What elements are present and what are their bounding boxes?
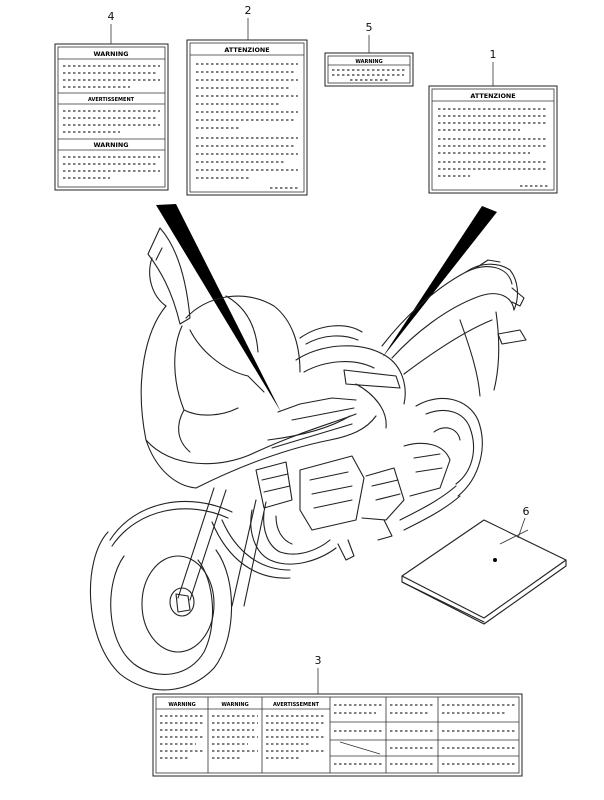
label-4-header-1: WARNING: [94, 50, 129, 58]
callout-6: 6: [523, 505, 530, 518]
callout-1: 1: [490, 48, 497, 61]
label-5-small-warning-sticker: WARNING: [324, 52, 414, 87]
label-3-header-2: WARNING: [221, 702, 248, 708]
item-6-manual-card: [401, 519, 567, 625]
callout-3: 3: [315, 654, 322, 667]
label-3-wide-sticker: WARNING WARNING AVERTISSEMENT: [152, 693, 523, 777]
label-3-header-1: WARNING: [168, 702, 195, 708]
pointer-wedge-right: [382, 206, 497, 358]
label-3-header-3: AVERTISSEMENT: [273, 702, 320, 708]
label-4-header-3: WARNING: [94, 141, 129, 149]
label-2-sticker: ATTENZIONE: [186, 39, 308, 196]
label-1-sticker: ATTENZIONE: [428, 85, 558, 194]
pointer-wedge-left: [156, 204, 281, 412]
label-5-header: WARNING: [355, 59, 382, 65]
callout-2: 2: [245, 4, 252, 17]
leader-line-6: [517, 517, 526, 539]
callout-4: 4: [108, 10, 115, 23]
motorcycle-illustration: [89, 227, 527, 691]
label-1-header: ATTENZIONE: [470, 92, 515, 100]
label-2-header: ATTENZIONE: [224, 46, 269, 54]
label-4-warning-sticker: WARNING AVERTISSEMENT WARNING: [54, 43, 169, 191]
callout-5: 5: [366, 21, 373, 34]
label-4-header-2: AVERTISSEMENT: [88, 97, 135, 103]
